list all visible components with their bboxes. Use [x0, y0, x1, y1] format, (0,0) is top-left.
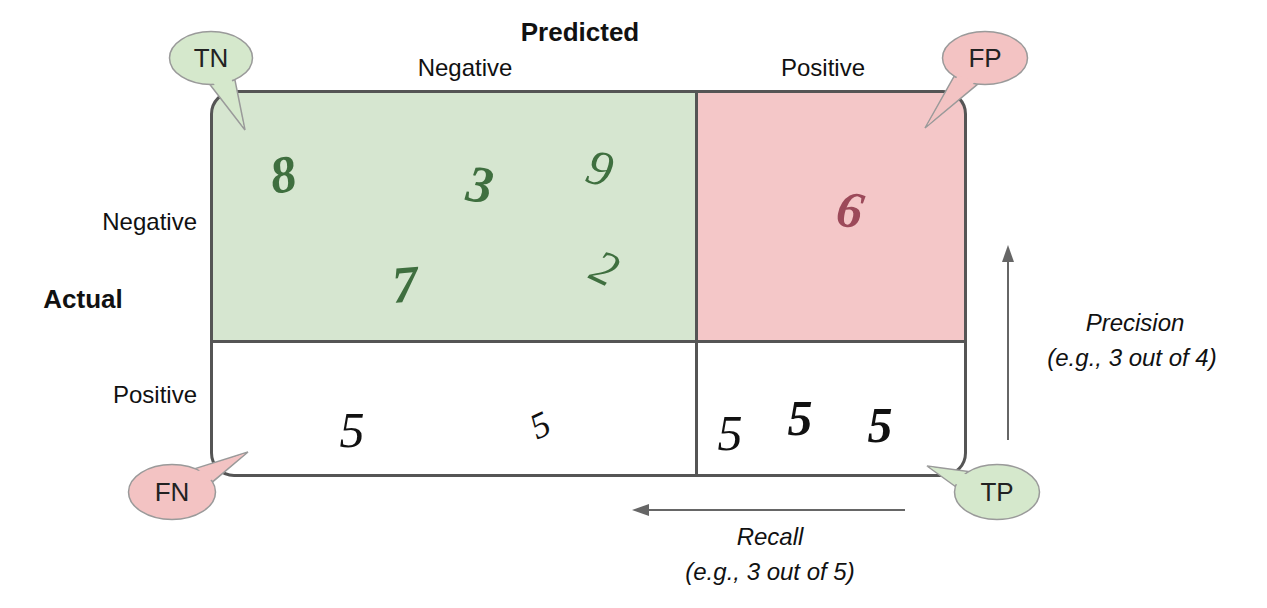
digit-sample: 5 [868, 400, 893, 450]
metric-example: (e.g., 3 out of 4) [1047, 344, 1216, 372]
digit-sample: 5 [788, 393, 813, 443]
row-label: Positive [113, 381, 197, 409]
recall-arrow-line [645, 509, 905, 511]
callout-ellipse [943, 32, 1028, 85]
recall-arrow-head [632, 504, 649, 516]
axis-title: Actual [43, 285, 122, 315]
digit-sample: 5 [340, 405, 365, 455]
column-label: Positive [781, 54, 865, 82]
callout-bubble: TP [953, 463, 1041, 521]
callout-ellipse [170, 32, 253, 85]
metric-label: Precision [1086, 309, 1185, 337]
axis-title: Predicted [521, 18, 640, 48]
callout-ellipse [955, 465, 1040, 520]
metric-example: (e.g., 3 out of 5) [685, 558, 854, 586]
matrix-cell: 8 3 9 7 2 [210, 90, 698, 343]
digit-sample: 2 [584, 241, 626, 295]
column-label: Negative [418, 54, 513, 82]
digit-sample: 6 [833, 182, 868, 238]
precision-arrow-line [1007, 258, 1009, 440]
callout-text: FN [155, 477, 190, 508]
digit-sample: 3 [464, 157, 497, 212]
callout-tail [195, 452, 248, 482]
digit-sample: 5 [718, 408, 743, 458]
digit-sample: 8 [266, 147, 301, 203]
digit-sample: 9 [581, 141, 618, 196]
digit-sample: 7 [390, 258, 420, 312]
digit-sample: 5 [524, 405, 556, 445]
row-label: Negative [102, 208, 197, 236]
precision-arrow-head [1002, 245, 1014, 262]
callout-text: TP [980, 477, 1013, 508]
callout-bubble: FP [941, 30, 1029, 86]
callout-text: FP [968, 43, 1001, 74]
callout-text: TN [194, 43, 229, 74]
matrix-cell: 555 [695, 340, 967, 477]
callout-joint [195, 454, 245, 482]
callout-bubble: TN [168, 30, 254, 86]
callout-bubble: FN [127, 463, 217, 521]
callout-joint [930, 467, 969, 486]
matrix-cell: 55 [210, 340, 698, 477]
metric-label: Recall [737, 523, 804, 551]
